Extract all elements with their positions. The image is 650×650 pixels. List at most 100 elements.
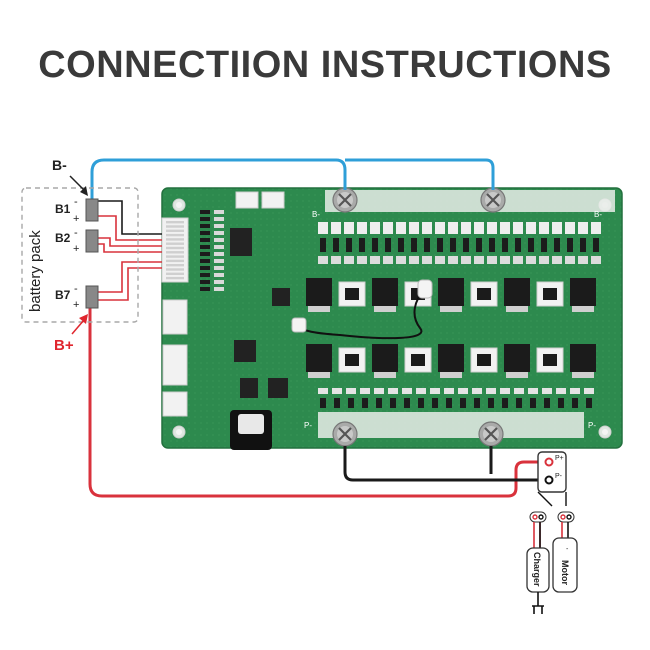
b-minus-label: B-	[52, 157, 67, 173]
balance-pad	[526, 256, 536, 264]
balance-component	[526, 222, 536, 234]
balance-resistor	[450, 238, 456, 252]
bottom-component	[444, 388, 454, 394]
resistor	[200, 238, 210, 242]
current-sensor-label	[238, 414, 264, 434]
mosfet	[504, 278, 530, 306]
resistor	[200, 287, 210, 291]
bottom-component	[388, 388, 398, 394]
balance-pin	[166, 225, 184, 228]
balance-resistor	[346, 238, 352, 252]
balance-component	[513, 222, 523, 234]
small-mosfet	[345, 354, 359, 366]
balance-component	[318, 222, 328, 234]
balance-resistor	[580, 238, 586, 252]
bottom-resistor	[502, 398, 508, 408]
resistor-pad	[214, 273, 224, 277]
resistor	[200, 231, 210, 235]
balance-component	[370, 222, 380, 234]
balance-pin	[166, 238, 184, 241]
balance-pad	[318, 256, 328, 264]
balance-resistor	[502, 238, 508, 252]
balance-resistor	[593, 238, 599, 252]
bottom-component	[374, 388, 384, 394]
balance-resistor	[463, 238, 469, 252]
balance-component	[552, 222, 562, 234]
battery-pack: battery pack B1 - + B2 - + B7 - + B- B+	[21, 157, 139, 354]
b-minus-arrow	[69, 175, 85, 191]
balance-connector-pins	[166, 221, 184, 280]
top-balance-components	[318, 222, 601, 264]
small-mosfet	[345, 288, 359, 300]
b-plus-arrowhead	[79, 314, 88, 324]
balance-pad	[370, 256, 380, 264]
bottom-component	[402, 388, 412, 394]
bottom-component	[346, 388, 356, 394]
bottom-component	[360, 388, 370, 394]
mosfet	[372, 344, 398, 372]
balance-component	[565, 222, 575, 234]
balance-resistor	[424, 238, 430, 252]
balance-pad	[383, 256, 393, 264]
resistor-pad	[214, 280, 224, 284]
bottom-components	[318, 388, 594, 408]
b-plus-arrow	[71, 319, 85, 335]
resistor-pad	[214, 217, 224, 221]
balance-resistor	[411, 238, 417, 252]
cell-b1-plus: +	[73, 213, 79, 225]
bottom-component	[416, 388, 426, 394]
bottom-resistor	[362, 398, 368, 408]
wire-balance-b2-red-2	[97, 243, 162, 253]
side-connector-1	[162, 299, 188, 335]
balance-component	[331, 222, 341, 234]
balance-pad	[513, 256, 523, 264]
battery-pack-outline	[21, 187, 139, 323]
resistor-pad	[214, 224, 224, 228]
side-connector-2	[162, 344, 188, 386]
bottom-resistor	[348, 398, 354, 408]
bottom-resistor	[488, 398, 494, 408]
battery-pack-label: battery pack	[27, 230, 44, 312]
balance-pad	[474, 256, 484, 264]
balance-resistor	[541, 238, 547, 252]
board-mark-b-minus-right: B-	[594, 210, 602, 219]
resistor	[200, 280, 210, 284]
bottom-component	[542, 388, 552, 394]
cell-b2-plus: +	[73, 243, 79, 255]
balance-resistor	[437, 238, 443, 252]
wire-p-minus	[343, 446, 548, 482]
bottom-resistor	[390, 398, 396, 408]
wire-balance-b1-black	[97, 200, 162, 235]
top-mosfet-row	[306, 278, 596, 312]
mosfet	[306, 344, 332, 372]
balance-component	[461, 222, 471, 234]
aux-connector-2	[261, 191, 285, 209]
resistor	[200, 266, 210, 270]
balance-pin	[166, 268, 184, 271]
bottom-component	[584, 388, 594, 394]
p-plus-terminal	[544, 457, 554, 467]
resistor-pad	[214, 231, 224, 235]
balance-component	[344, 222, 354, 234]
resistor-pad	[214, 287, 224, 291]
bottom-resistor	[572, 398, 578, 408]
motor: Motor -	[552, 511, 578, 593]
heat-pad	[536, 347, 564, 373]
bottom-component	[570, 388, 580, 394]
bottom-component	[514, 388, 524, 394]
bottom-resistor	[530, 398, 536, 408]
balance-pad	[344, 256, 354, 264]
aux-connector-1	[235, 191, 259, 209]
p-plus-label: P+	[555, 455, 564, 462]
balance-pad	[565, 256, 575, 264]
balance-resistor	[554, 238, 560, 252]
ic-chip-3	[240, 378, 258, 398]
p-minus-screw-left	[332, 421, 358, 447]
cell-b7-minus: -	[74, 283, 78, 295]
bottom-component	[556, 388, 566, 394]
mosfet-leads	[506, 372, 528, 378]
page-title: CONNECTIION INSTRUCTIONS	[38, 44, 612, 86]
balance-pad	[448, 256, 458, 264]
bottom-resistor	[334, 398, 340, 408]
cell-b7: B7 - +	[55, 283, 99, 311]
